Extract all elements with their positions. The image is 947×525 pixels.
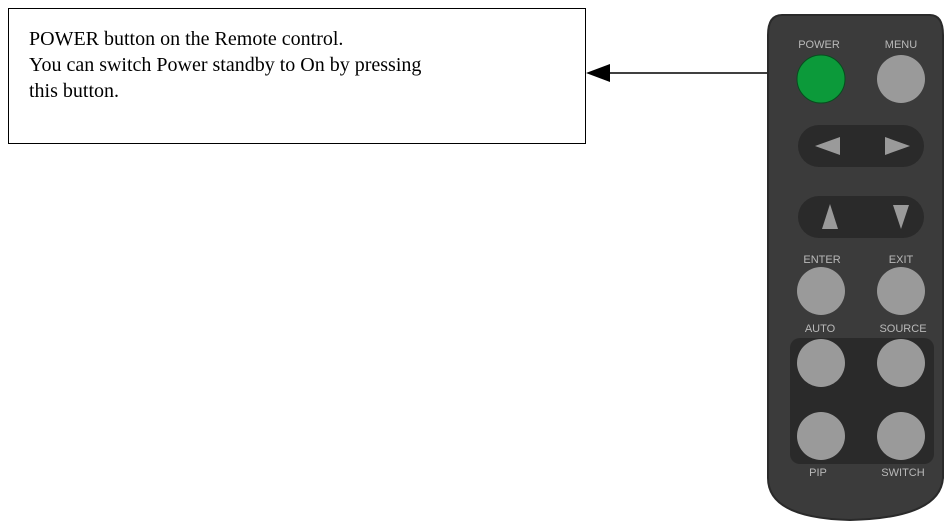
switch-label: SWITCH xyxy=(881,467,924,479)
callout-line-2: You can switch Power standby to On by pr… xyxy=(29,54,422,76)
enter-label: ENTER xyxy=(803,254,840,266)
left-arrow-icon[interactable] xyxy=(815,137,840,155)
left-right-pad xyxy=(798,125,924,167)
power-label: POWER xyxy=(798,39,840,51)
source-button[interactable] xyxy=(877,339,925,387)
pip-button[interactable] xyxy=(797,412,845,460)
up-arrow-icon[interactable] xyxy=(822,204,838,229)
right-arrow-icon[interactable] xyxy=(885,137,910,155)
up-down-pad xyxy=(798,196,924,238)
enter-button[interactable] xyxy=(797,267,845,315)
switch-button[interactable] xyxy=(877,412,925,460)
callout-box: POWER button on the Remote control. You … xyxy=(8,8,586,144)
exit-button[interactable] xyxy=(877,267,925,315)
exit-label: EXIT xyxy=(889,254,914,266)
menu-button[interactable] xyxy=(877,55,925,103)
callout-line-3: this button. xyxy=(29,80,120,102)
source-label: SOURCE xyxy=(879,323,926,335)
power-button[interactable] xyxy=(796,54,846,104)
menu-label: MENU xyxy=(885,39,917,51)
pip-label: PIP xyxy=(809,467,827,479)
auto-label: AUTO xyxy=(805,323,836,335)
auto-button[interactable] xyxy=(797,339,845,387)
callout-line-1: POWER button on the Remote control. xyxy=(29,28,344,50)
down-arrow-icon[interactable] xyxy=(893,205,909,229)
